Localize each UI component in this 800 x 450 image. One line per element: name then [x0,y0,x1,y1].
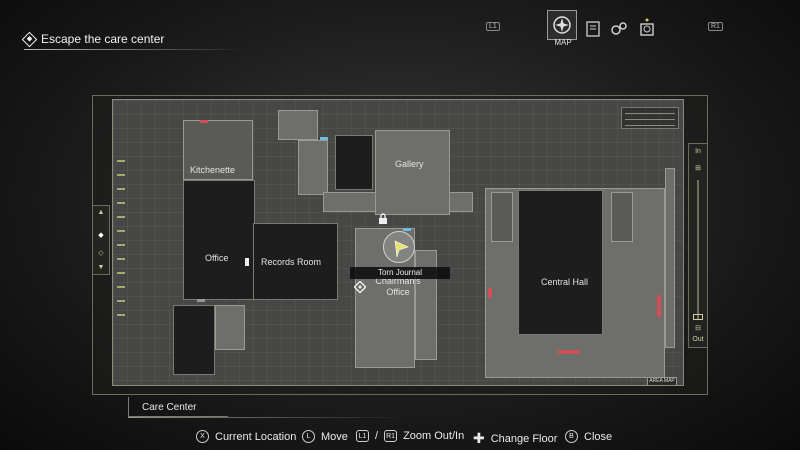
player-arrow-icon [394,240,409,258]
hint-change-floor-label: Change Floor [490,432,558,445]
map-legend [621,107,679,129]
hint-zoom-label: Zoom Out/In [403,430,465,442]
zoom-control[interactable]: In ⊞ ⊟ Out [688,143,708,348]
hint-move-label: Move [321,430,348,443]
location-underline [128,417,408,418]
room-records-room [253,223,338,300]
floor-other-icon[interactable]: ◇ [98,250,104,257]
tab-files[interactable] [578,14,608,44]
floor-scale [117,160,127,330]
tab-key-items[interactable] [604,14,634,44]
hint-move[interactable]: L Move [302,430,348,443]
r1-button-icon: R1 [384,430,398,442]
room-corridor [215,305,245,350]
b-button-icon: B [565,430,578,443]
area-map-button[interactable]: AREA MAP [647,377,677,385]
l1-button-icon: L1 [356,430,369,442]
label-office: Office [205,253,229,263]
compass-icon [553,16,571,34]
objective-diamond-icon [21,31,38,47]
zoom-track[interactable] [697,180,699,320]
label-kitchenette: Kitchenette [190,165,236,175]
hint-close[interactable]: B Close [565,430,612,443]
floor-selector[interactable]: ▲ ◆ ◇ ▼ [92,205,110,275]
stairs-east [611,192,633,242]
tab-map[interactable] [547,10,577,40]
dpad-icon: ✚ [473,430,485,446]
zoom-minus-icon[interactable]: ⊟ [695,325,701,332]
door-blue-north [320,137,328,140]
room-office [183,180,255,300]
lock-icon [379,213,387,224]
room-east-corridor [665,168,675,348]
r1-hint: R1 [708,22,723,31]
objective-underline [24,49,246,50]
zoom-in-label: In [695,148,701,155]
tab-records[interactable] [632,12,662,42]
zoom-slider-knob[interactable] [693,314,703,320]
zoom-out-label: Out [692,336,704,343]
tab-map-label: MAP [554,38,572,47]
door-red-east [657,295,661,317]
current-floor-icon: ◆ [98,232,104,239]
item-marker-icon[interactable] [354,281,366,293]
objective-text: Escape the care center [41,32,165,46]
player-location-marker [383,231,415,263]
item-tooltip: Torn Journal [350,267,450,279]
zoom-plus-icon[interactable]: ⊞ [695,165,701,172]
hint-zoom[interactable]: L1 / R1 Zoom Out/In [356,430,464,442]
door-blue-chairman [403,228,411,231]
door-red-north [200,120,208,123]
location-name: Care Center [142,402,197,413]
floor-up-icon[interactable]: ▲ [97,209,105,216]
floor-down-icon[interactable]: ▼ [97,264,105,271]
room-north-small [278,110,318,140]
x-button-icon: X [196,430,209,443]
door-red-south [558,350,580,354]
hint-current-location-label: Current Location [215,430,297,443]
door-office-south [197,299,205,302]
control-hints: X Current Location L Move L1 / R1 Zoom O… [0,430,800,446]
label-chairmans-office: Chairman's Office [375,276,421,297]
l1-hint: L1 [486,22,500,31]
room-central-hall [518,190,603,335]
room-lower-west [173,305,215,375]
room-north-dark [335,135,373,190]
hint-zoom-separator: / [375,430,379,442]
stairs-west [491,192,513,242]
room-north-corridor [298,140,328,195]
hint-close-label: Close [584,430,613,443]
room-kitchenette [183,120,253,180]
label-records-room: Records Room [261,257,322,267]
location-box [128,397,228,417]
door-office-east [245,258,249,266]
objective: Escape the care center [21,30,165,48]
left-stick-icon: L [302,430,315,443]
room-gallery [375,130,450,215]
gears-icon [611,22,627,35]
hint-current-location[interactable]: X Current Location [196,430,296,443]
hint-change-floor[interactable]: ✚ Change Floor [473,430,557,447]
document-icon [586,21,600,37]
door-red-central [488,288,492,298]
label-central-hall: Central Hall [541,277,589,287]
label-gallery: Gallery [395,159,424,169]
record-player-icon [640,18,654,36]
